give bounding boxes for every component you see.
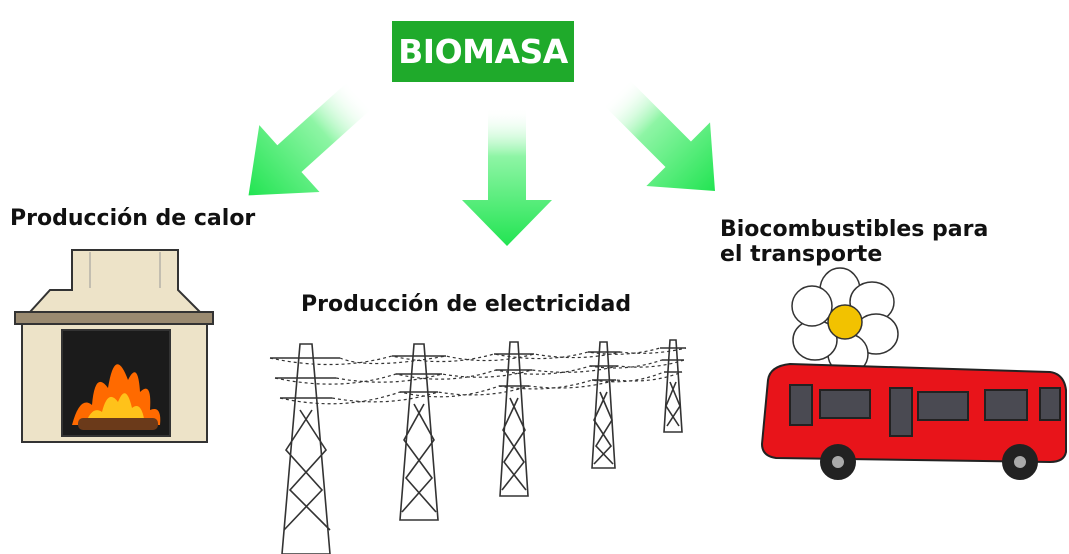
- tower-2: [392, 343, 446, 521]
- label-transport-biofuels: Biocombustibles para el transporte: [720, 217, 988, 267]
- tower-5: [660, 339, 686, 433]
- biomasa-title-box: BIOMASA: [392, 21, 574, 82]
- label-transport-line2: el transporte: [720, 242, 883, 267]
- tower-1: [270, 343, 340, 554]
- biomasa-title: BIOMASA: [398, 32, 568, 71]
- tower-4: [588, 341, 620, 469]
- arrow-to-heat: [248, 81, 373, 196]
- label-electricity-production: Producción de electricidad: [301, 292, 632, 317]
- fireplace-icon: [14, 249, 214, 443]
- flower-icon: [791, 267, 899, 382]
- power-cables: [269, 347, 687, 405]
- arrow-to-transport: [603, 79, 715, 191]
- tower-3: [494, 341, 534, 497]
- bus-icon: [760, 362, 1067, 480]
- label-heat-production: Producción de calor: [10, 206, 256, 231]
- power-tower-icon: [269, 339, 687, 554]
- arrow-to-electricity: [462, 108, 552, 246]
- label-transport-line1: Biocombustibles para: [720, 217, 989, 242]
